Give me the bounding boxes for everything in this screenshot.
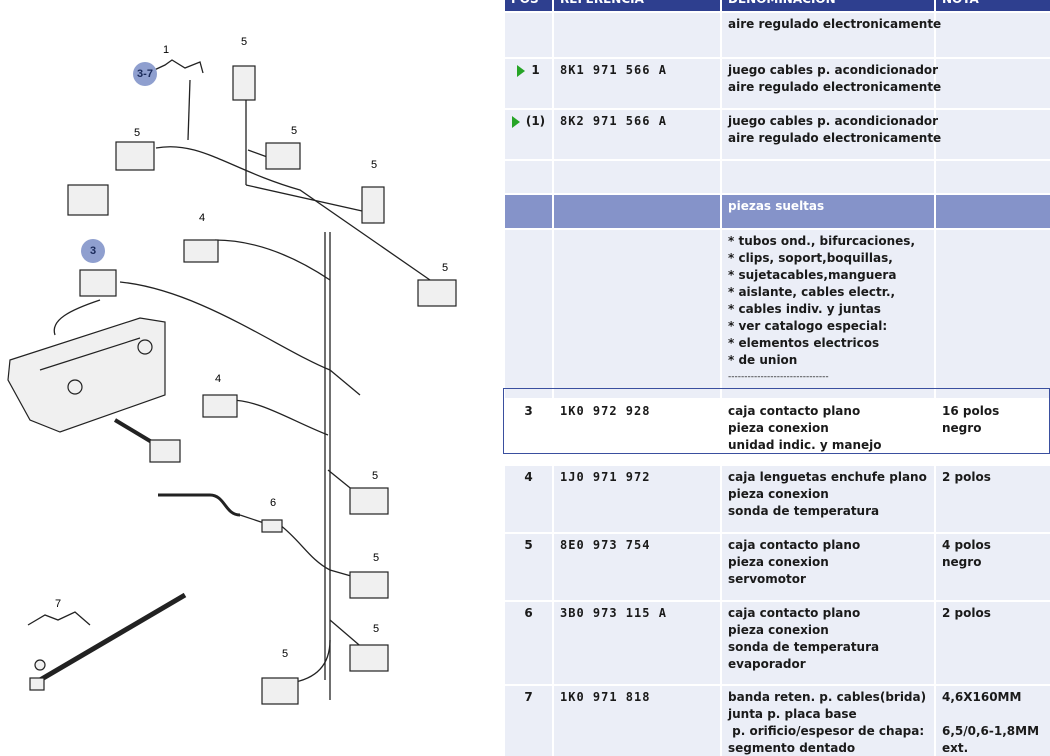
header-ref: REFERENCIA (552, 0, 722, 13)
cell-den: aire regulado electronicamente (720, 11, 941, 59)
pos-label-5: 5 (372, 470, 379, 482)
cell-pos: 7 (503, 684, 554, 756)
parts-list-panel: POS REFERENCIA DENOMINACION NOTA aire re… (503, 0, 1050, 756)
cell-ref: 3B0 973 115 A (552, 600, 722, 686)
cell-nota: ci (934, 57, 1050, 110)
table-row[interactable]: 1 8K1 971 566 A juego cables p. acondici… (503, 57, 1050, 110)
pos-label-5: 5 (291, 125, 298, 137)
header-pos: POS (503, 0, 554, 13)
pos-label-6: 6 (270, 497, 277, 509)
cell-ref: 1J0 971 972 (552, 464, 722, 534)
pos-label-5: 5 (371, 159, 378, 171)
cell-pos: 1 (503, 57, 554, 110)
pos-callout-3[interactable]: 3 (81, 239, 105, 263)
parts-table: POS REFERENCIA DENOMINACION NOTA aire re… (503, 0, 1050, 756)
pos-label-1: 1 (163, 44, 170, 56)
expand-arrow-icon[interactable] (511, 115, 520, 128)
cell-pos: (1) (503, 108, 554, 161)
pos-label-5: 5 (442, 262, 449, 274)
header-den: DENOMINACION (720, 0, 936, 13)
pos-label-5: 5 (241, 36, 248, 48)
pos-label-5: 5 (282, 648, 289, 660)
section-header-row: piezas sueltas (503, 193, 1050, 230)
cell-ref: 8K2 971 566 A (552, 108, 722, 161)
pos-label-5: 5 (134, 127, 141, 139)
cell-ref: 1K0 971 818 (552, 684, 722, 756)
pos-label-7: 7 (55, 598, 62, 610)
cell-nota: 2 polos (934, 600, 1050, 686)
notes-row: * tubos ond., bifurcaciones, * clips, so… (503, 228, 1050, 400)
cell-ref (552, 11, 722, 59)
cell-ref: 1K0 972 928 (552, 398, 722, 466)
pos-label-5: 5 (373, 552, 380, 564)
table-row[interactable]: (1) 8K2 971 566 A juego cables p. acondi… (503, 108, 1050, 161)
table-row (503, 159, 1050, 195)
cell-pos: 6 (503, 600, 554, 686)
section-title: piezas sueltas (720, 193, 936, 230)
wiring-harness-drawing (7, 59, 457, 705)
cell-nota (934, 11, 1050, 59)
header-nota: NOTA (934, 0, 1050, 13)
cell-pos: 4 (503, 464, 554, 534)
pos-label-5: 5 (373, 623, 380, 635)
cell-ref: 8K1 971 566 A (552, 57, 722, 110)
cell-ref: 8E0 973 754 (552, 532, 722, 602)
table-row[interactable]: aire regulado electronicamente (503, 11, 1050, 59)
cell-pos: 5 (503, 532, 554, 602)
table-row[interactable]: 7 1K0 971 818 banda reten. p. cables(bri… (503, 684, 1050, 756)
cell-pos (503, 11, 554, 59)
table-row[interactable]: 4 1J0 971 972 caja lenguetas enchufe pla… (503, 464, 1050, 534)
exploded-diagram: 1 5 5 5 5 4 5 4 5 6 5 5 5 7 3-7 3 (0, 0, 503, 756)
table-header-row: POS REFERENCIA DENOMINACION NOTA (503, 0, 1050, 13)
pos-label-4: 4 (199, 212, 206, 224)
cell-pos: 3 (503, 398, 554, 466)
notes-cell: * tubos ond., bifurcaciones, * clips, so… (720, 228, 936, 400)
pos-label-4: 4 (215, 373, 222, 385)
cell-nota: 2 polos (934, 464, 1050, 534)
cell-den: banda reten. p. cables(brida)junta p. pl… (720, 684, 936, 756)
expand-arrow-icon[interactable] (517, 64, 526, 77)
cell-nota: cd (934, 108, 1050, 161)
pos-callout-3-7[interactable]: 3-7 (133, 62, 157, 86)
